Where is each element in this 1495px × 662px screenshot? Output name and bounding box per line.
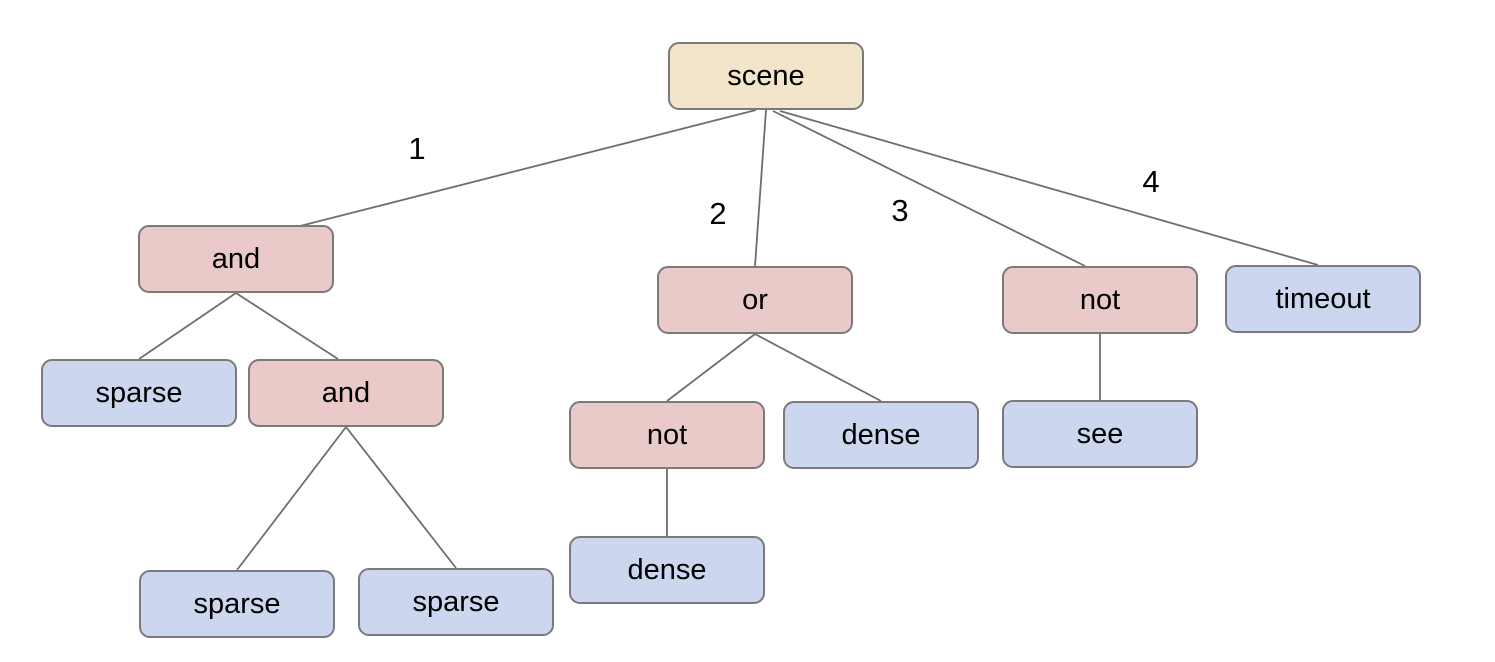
- edge-and-sparse: [138, 292, 237, 360]
- node-scene: scene: [668, 42, 864, 110]
- node-and-2: and: [248, 359, 444, 427]
- edge-scene-or: [754, 109, 767, 267]
- node-and-1: and: [138, 225, 334, 293]
- edge-scene-not: [772, 110, 1086, 267]
- node-sparse-2: sparse: [139, 570, 335, 638]
- edge-scene-and: [299, 109, 757, 227]
- edge-label-2: 2: [709, 196, 727, 231]
- edge-and2-sparse3: [345, 426, 457, 569]
- edge-and2-sparse2: [236, 426, 347, 571]
- node-timeout: timeout: [1225, 265, 1421, 333]
- node-sparse-3: sparse: [358, 568, 554, 636]
- edge-and-and: [235, 292, 339, 360]
- edge-label-4: 4: [1142, 164, 1160, 199]
- node-see: see: [1002, 400, 1198, 468]
- edge-or-not: [666, 333, 756, 402]
- node-dense-1: dense: [783, 401, 979, 469]
- node-not-1: not: [1002, 266, 1198, 334]
- edge-label-1: 1: [408, 131, 426, 166]
- node-dense-2: dense: [569, 536, 765, 604]
- edge-or-dense: [754, 333, 882, 402]
- node-not-2: not: [569, 401, 765, 469]
- edge-label-3: 3: [891, 193, 909, 228]
- node-or: or: [657, 266, 853, 334]
- edge-scene-timeout: [779, 110, 1319, 266]
- node-sparse-1: sparse: [41, 359, 237, 427]
